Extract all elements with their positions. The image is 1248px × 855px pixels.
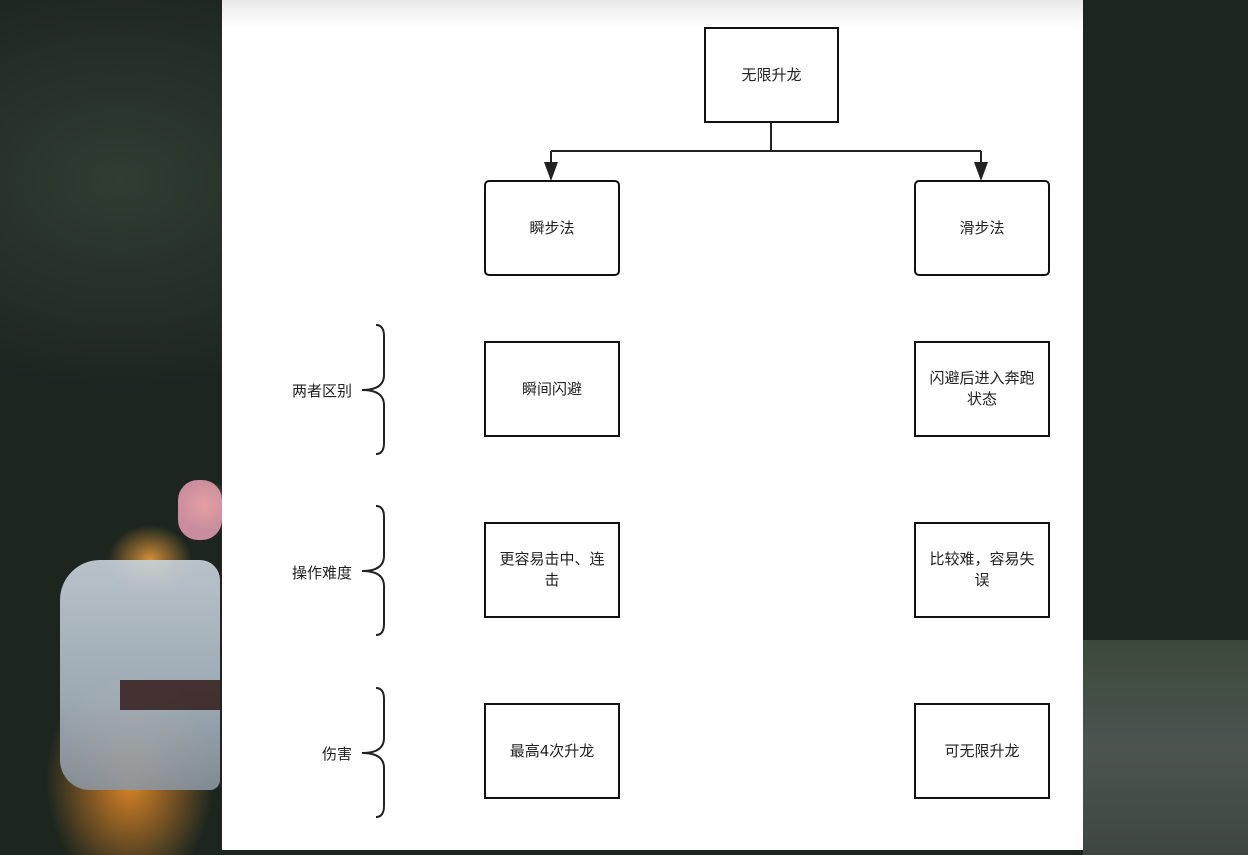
background-character xyxy=(60,560,220,790)
row-3-left-text: 最高4次升龙 xyxy=(509,741,595,760)
background-ground xyxy=(1083,640,1248,855)
row-2-left-node: 更容易击中、连击 xyxy=(484,522,620,618)
row-2-right-text: 比较难，容易失误 xyxy=(929,550,1035,589)
left-method-node: 瞬步法 xyxy=(484,180,620,276)
row-1-left-text: 瞬间闪避 xyxy=(521,379,582,398)
row-3-label: 伤害 xyxy=(321,745,352,763)
row-1-right-node: 闪避后进入奔跑状态 xyxy=(914,341,1050,437)
row-1-right-text: 闪避后进入奔跑状态 xyxy=(929,369,1035,408)
canvas-top-shade xyxy=(222,0,1083,28)
right-method-node: 滑步法 xyxy=(914,180,1050,276)
arrowhead-left xyxy=(544,162,558,181)
brace-row-2 xyxy=(361,505,385,636)
brace-row-1 xyxy=(361,324,385,455)
left-method-label: 瞬步法 xyxy=(529,218,575,237)
row-2-label: 操作难度 xyxy=(291,564,352,582)
background-character-belt xyxy=(120,680,220,710)
row-3-left-node: 最高4次升龙 xyxy=(484,703,620,799)
row-3-right-text: 可无限升龙 xyxy=(944,741,1020,760)
row-1-left-node: 瞬间闪避 xyxy=(484,341,620,437)
background-character-head xyxy=(178,480,222,540)
right-method-label: 滑步法 xyxy=(959,218,1005,237)
row-1-label: 两者区别 xyxy=(291,382,352,400)
row-2-left-text: 更容易击中、连击 xyxy=(499,550,605,589)
root-node: 无限升龙 xyxy=(704,27,839,123)
diagram-connectors xyxy=(361,122,988,818)
arrowhead-right xyxy=(974,162,988,181)
brace-row-3 xyxy=(361,687,385,818)
row-2-right-node: 比较难，容易失误 xyxy=(914,522,1050,618)
row-3-right-node: 可无限升龙 xyxy=(914,703,1050,799)
root-node-label: 无限升龙 xyxy=(741,65,802,84)
diagram-canvas: 无限升龙 瞬步法 滑步法 两者区别 瞬间闪避 闪避后进入奔跑状态 操作难度 更容… xyxy=(222,0,1083,850)
